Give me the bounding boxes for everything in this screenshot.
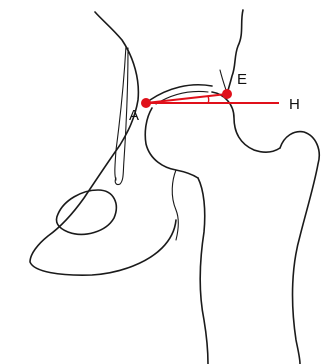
teardrop-line — [115, 48, 128, 185]
greater-trochanter — [280, 132, 319, 364]
acetabular-roof — [150, 85, 212, 100]
point-e-label: E — [237, 71, 247, 88]
point-e-marker — [222, 89, 232, 99]
angle-arc — [208, 96, 209, 103]
obturator-foramen — [56, 190, 116, 234]
point-h-label: H — [289, 96, 300, 113]
femoral-head-top — [212, 92, 280, 152]
point-a-marker — [141, 98, 151, 108]
pelvis-outline — [30, 12, 176, 275]
point-a-label: A — [129, 107, 139, 124]
femoral-shaft-medial — [198, 178, 208, 364]
ilium-notch — [220, 70, 226, 90]
femoral-head — [145, 108, 198, 178]
